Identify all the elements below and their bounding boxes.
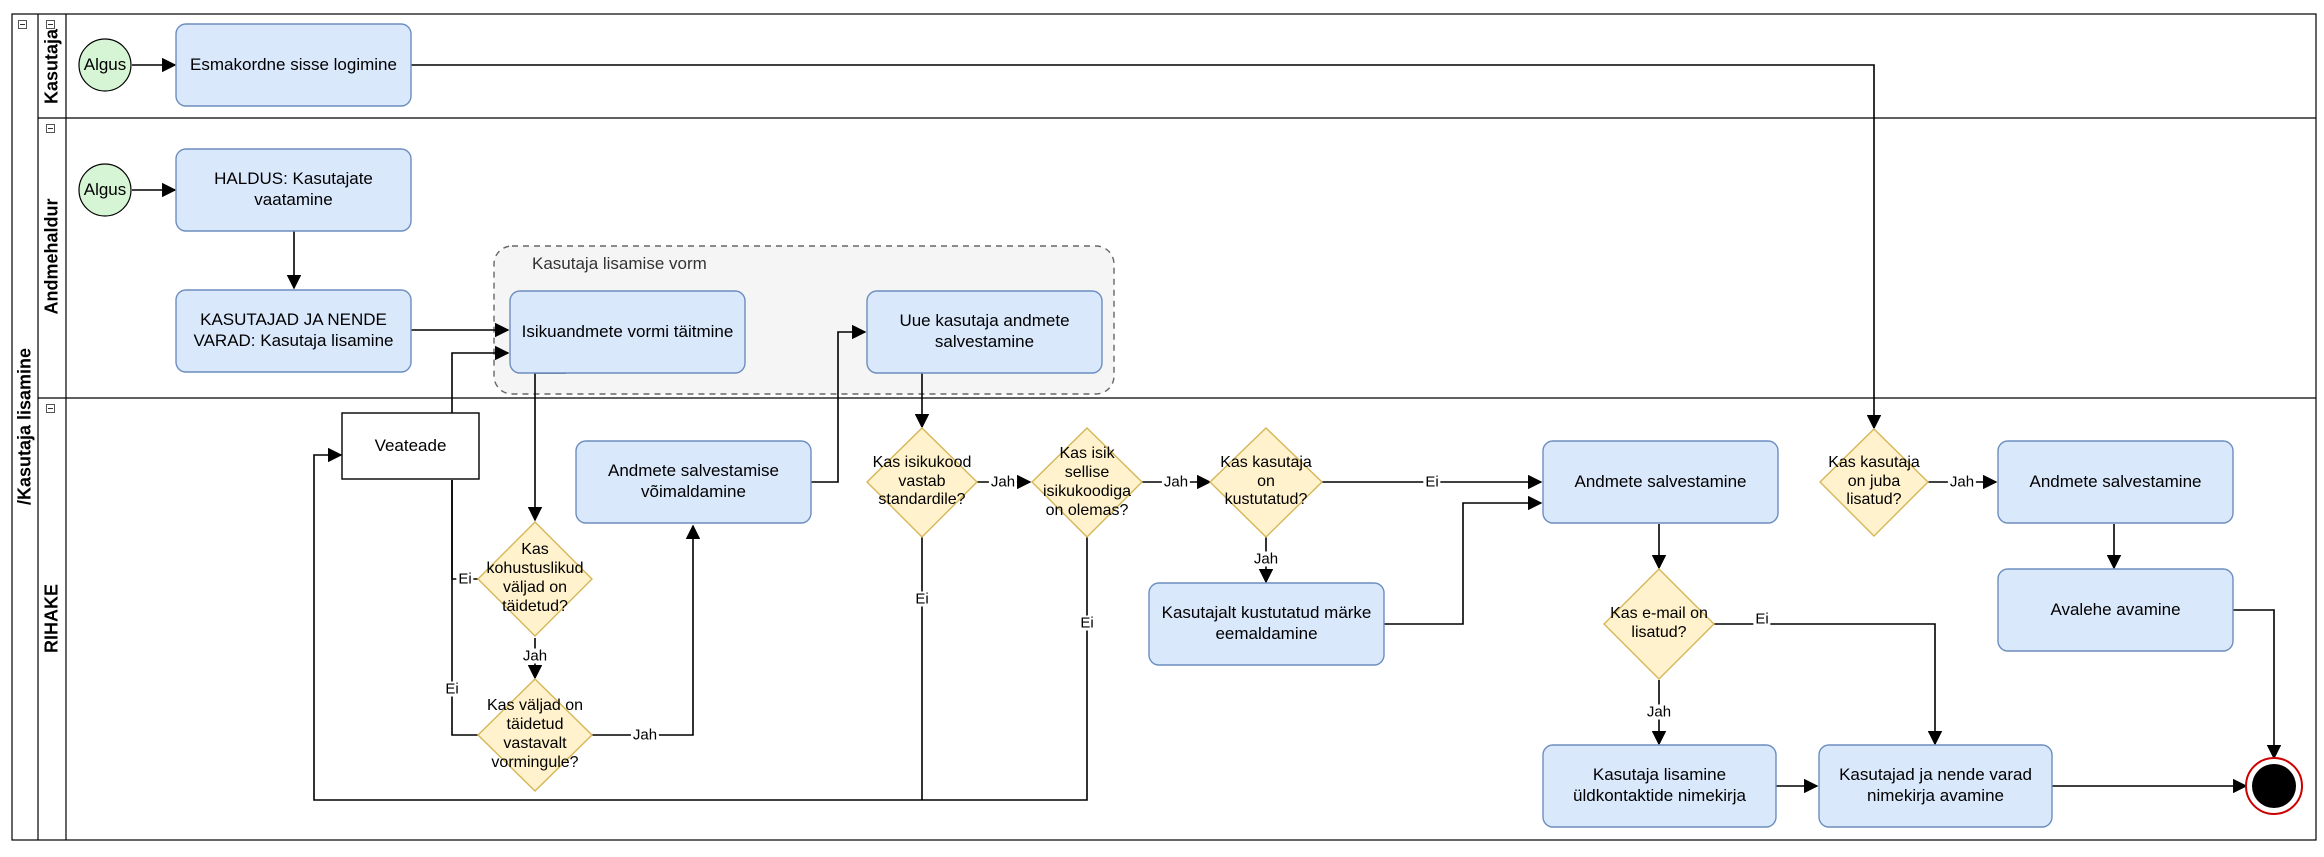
start-event-andmehaldur xyxy=(78,163,132,217)
label-idstd-yes: Jah xyxy=(988,473,1018,491)
lane-label-rihake: RIHAKE xyxy=(41,584,62,654)
edge-email-no xyxy=(1714,623,1943,746)
label-exists-yes: Jah xyxy=(1161,473,1191,491)
edge-error-form xyxy=(451,345,510,438)
start-event-kasutaja xyxy=(78,38,132,92)
label-idstd-no: Ei xyxy=(913,590,931,608)
lane-andmehaldur-collapse-icon[interactable] xyxy=(46,124,55,133)
edge-login-already xyxy=(411,64,1882,430)
error-box xyxy=(341,412,480,480)
group-label: Kasutaja lisamise vorm xyxy=(532,254,707,273)
edge-exists-no xyxy=(313,447,1088,801)
lane-label-andmehaldur: Andmehaldur xyxy=(41,198,62,315)
lane-label-kasutaja: Kasutaja xyxy=(41,28,62,105)
label-required-yes: Jah xyxy=(520,647,550,665)
end-event xyxy=(2252,764,2296,808)
label-format-no: Ei xyxy=(443,680,461,698)
label-email-no: Ei xyxy=(1753,610,1771,628)
lane-rihake-collapse-icon[interactable] xyxy=(46,404,55,413)
label-deleted-yes: Jah xyxy=(1251,550,1281,568)
edge-enable-save xyxy=(811,324,867,483)
edge-remove-save xyxy=(1384,495,1543,625)
edge-format-yes xyxy=(592,524,701,736)
decisions xyxy=(477,427,1929,792)
pool-collapse-icon[interactable] xyxy=(18,20,27,29)
edge-format-no xyxy=(451,480,478,736)
label-deleted-no: Ei xyxy=(1423,473,1441,491)
label-exists-no: Ei xyxy=(1078,614,1096,632)
edge-home-end xyxy=(2232,609,2282,760)
lane-kasutaja-collapse-icon[interactable] xyxy=(46,20,55,29)
label-format-yes: Jah xyxy=(630,726,660,744)
edges xyxy=(132,57,2282,801)
label-already-yes: Jah xyxy=(1947,473,1977,491)
pool-title: /Kasutaja lisamine xyxy=(14,347,35,506)
label-email-yes: Jah xyxy=(1644,703,1674,721)
tasks xyxy=(175,23,2234,828)
label-required-no: Ei xyxy=(456,570,474,588)
